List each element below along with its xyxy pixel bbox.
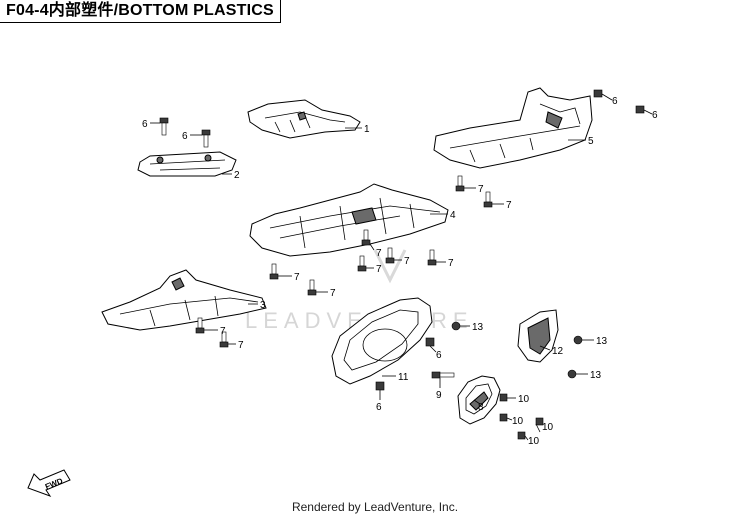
bolt-6-cover-upper[interactable] (425, 337, 435, 347)
bolt-10-a[interactable] (499, 393, 508, 402)
callout-5: 5 (588, 136, 594, 147)
part-11-cvt-cover[interactable] (331, 297, 433, 385)
callout-7-part4-f: 7 (376, 248, 382, 259)
callout-13-panel-lower: 13 (590, 370, 602, 381)
callout-12: 12 (552, 346, 564, 357)
part-2-bracket[interactable] (137, 151, 237, 177)
callout-4: 4 (450, 210, 456, 221)
diagram-title: F04-4内部塑件/BOTTOM PLASTICS (0, 0, 281, 23)
bolt-7-part4-c[interactable] (357, 255, 367, 272)
callout-8: 8 (478, 402, 484, 413)
footer-credit: Rendered by LeadVenture, Inc. (291, 500, 459, 514)
nut-13-cover[interactable] (451, 321, 461, 331)
callout-2: 2 (234, 170, 240, 181)
callout-7-part5-a: 7 (478, 184, 484, 195)
callout-7-part4-a: 7 (294, 272, 300, 283)
bolt-6-part5-right[interactable] (635, 105, 645, 114)
bolt-10-d[interactable] (517, 431, 526, 440)
leader-lines (150, 93, 653, 441)
callout-1: 1 (364, 124, 370, 135)
bolt-10-c[interactable] (535, 417, 544, 426)
callout-7-part3-a: 7 (220, 326, 226, 337)
callout-7-part4-d: 7 (404, 256, 410, 267)
bolt-6-part2-left[interactable] (159, 117, 169, 136)
callout-7-part3-b: 7 (238, 340, 244, 351)
callout-13-cover: 13 (472, 322, 484, 333)
part-3-front-skid[interactable] (101, 269, 267, 331)
bolt-7-part5-a[interactable] (455, 175, 465, 192)
callout-7-part4-e: 7 (448, 258, 454, 269)
callout-10-a: 10 (518, 394, 530, 405)
bolt-7-part4-d[interactable] (385, 247, 395, 264)
bolt-7-part4-b[interactable] (307, 279, 317, 296)
part-1-skid-plate[interactable] (247, 99, 361, 139)
bolt-7-part4-e[interactable] (427, 249, 437, 266)
callout-10-b: 10 (512, 416, 524, 427)
bolt-6-cover-lower[interactable] (375, 381, 385, 391)
bolt-9[interactable] (431, 371, 455, 379)
callout-6-part5-right: 6 (652, 110, 658, 121)
callout-6-part2-left: 6 (142, 119, 148, 130)
callout-7-part5-b: 7 (506, 200, 512, 211)
callout-10-c: 10 (542, 422, 554, 433)
callout-6-part5-top: 6 (612, 96, 618, 107)
callout-13-panel-upper: 13 (596, 336, 608, 347)
bolt-7-part4-f[interactable] (361, 229, 371, 246)
callout-9: 9 (436, 390, 442, 401)
part-5-rear-skid[interactable] (433, 87, 593, 169)
part-8-round-cover[interactable] (457, 375, 501, 425)
bolt-7-part3-a[interactable] (195, 317, 205, 334)
callout-10-d: 10 (528, 436, 540, 447)
bolt-7-part5-b[interactable] (483, 191, 493, 208)
bolt-10-b[interactable] (499, 413, 508, 422)
callout-7-part4-c: 7 (376, 264, 382, 275)
bolt-7-part4-a[interactable] (269, 263, 279, 280)
part-4-center-skid[interactable] (249, 183, 449, 257)
nut-13-panel-lower[interactable] (567, 369, 577, 379)
callout-6-part2-right: 6 (182, 131, 188, 142)
nut-13-panel-upper[interactable] (573, 335, 583, 345)
bolt-6-part5-top[interactable] (593, 89, 603, 98)
bolt-7-part3-b[interactable] (219, 331, 229, 348)
callout-11: 11 (398, 372, 409, 383)
fwd-arrow-icon: FWD (27, 469, 71, 497)
callout-6-cover-upper: 6 (436, 350, 442, 361)
bolt-6-part2-right[interactable] (201, 129, 211, 148)
callout-3: 3 (260, 300, 266, 311)
callout-7-part4-b: 7 (330, 288, 336, 299)
callout-6-cover-lower: 6 (376, 402, 382, 413)
